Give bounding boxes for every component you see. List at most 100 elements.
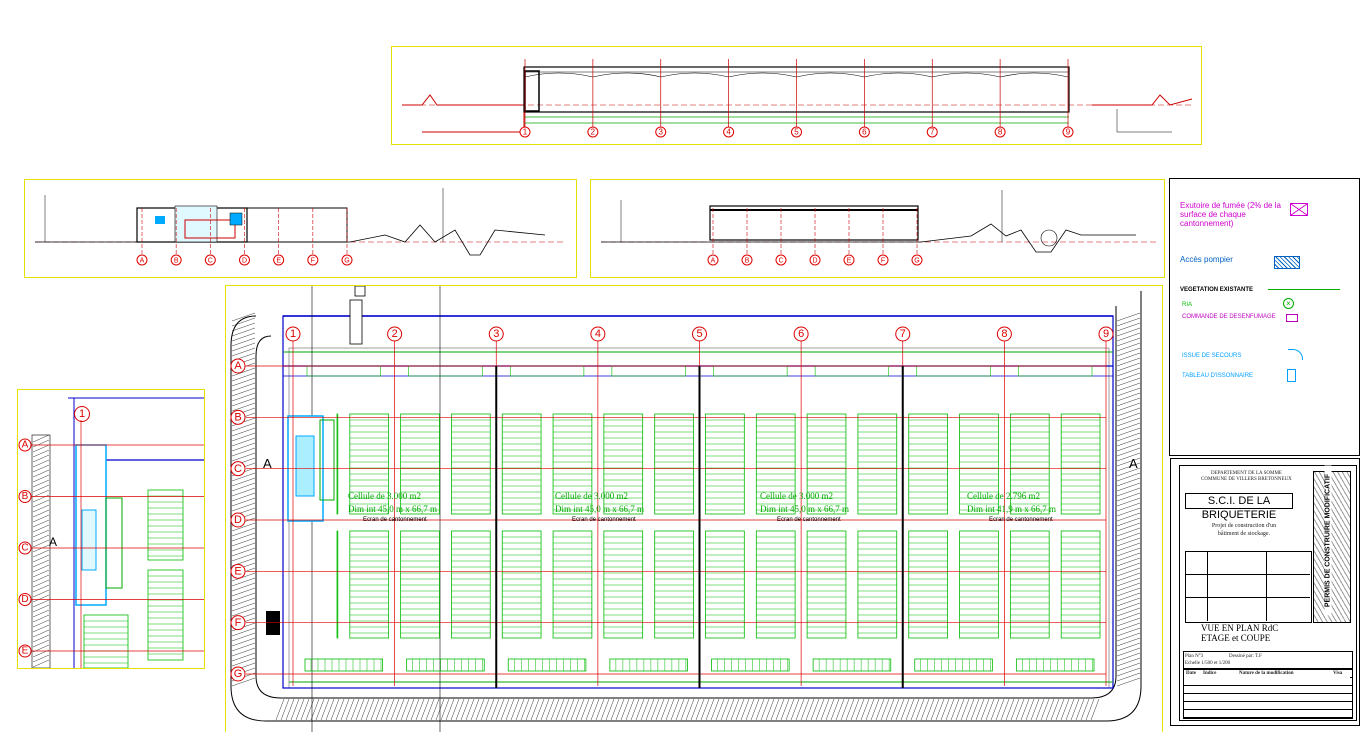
svg-text:B: B <box>174 257 179 264</box>
plan-axis-row-F: F <box>230 615 246 631</box>
ria-symbol-icon: × <box>1283 298 1294 309</box>
svg-text:A: A <box>711 257 716 264</box>
plan-axis-row-E: E <box>230 563 246 579</box>
right-section-axis-E: E <box>843 254 855 266</box>
long-section-axis-1: 1 <box>519 126 531 138</box>
panel-symbol-icon <box>1287 369 1296 382</box>
cell-2-dims: Dim int 45,0 m x 66,7 m <box>555 504 645 514</box>
detail-axis-row-B: B <box>18 490 32 503</box>
title-block-scale: Echelle 1/500 et 1/200 <box>1185 661 1231 666</box>
svg-text:5: 5 <box>794 127 799 136</box>
firefighter-access-hatch-icon <box>1274 256 1300 269</box>
svg-text:F: F <box>235 617 242 629</box>
left-section-axis-G: G <box>341 254 353 266</box>
detail-axis-row-A: A <box>18 438 32 452</box>
left-section-axis-D: D <box>239 254 250 266</box>
svg-text:1: 1 <box>290 328 296 340</box>
title-block-project: Projet de construction d'un bâtiment de … <box>1211 523 1277 537</box>
legend-desenfumage-label: COMMANDE DE DESENFUMAGE <box>1182 314 1276 320</box>
desenfumage-symbol-icon <box>1286 314 1298 322</box>
svg-text:B: B <box>234 411 241 423</box>
svg-text:6: 6 <box>798 328 804 340</box>
title-block-col-visa: Visa <box>1333 671 1343 676</box>
svg-text:F: F <box>881 257 885 264</box>
long-section-axis-9: 9 <box>1062 126 1074 138</box>
long-section-axis-2: 2 <box>587 126 599 138</box>
detail-plan-frame: A B C D E 1 A <box>17 389 205 669</box>
plan-axis-col-5: 5 <box>692 326 707 342</box>
title-block-col-nature: Nature de la modification <box>1239 671 1294 676</box>
svg-text:D: D <box>21 594 28 605</box>
plan-axis-col-6: 6 <box>793 326 809 342</box>
vegetation-line-icon <box>1268 289 1340 290</box>
plan-section-mark-right: A <box>1129 456 1138 471</box>
svg-text:2: 2 <box>591 127 596 136</box>
legend-panel-label: TABLEAU D'ISSONNAIRE <box>1182 373 1254 379</box>
cell-4-dims: Dim int 41,9 m x 66,7 m <box>967 504 1057 514</box>
svg-text:E: E <box>276 257 281 264</box>
detail-axis-row-E: E <box>18 644 32 658</box>
long-section-axis-8: 8 <box>994 126 1006 138</box>
cell-1-dims: Dim int 45,0 m x 66,7 m <box>348 504 438 514</box>
plan-axis-row-G: G <box>230 666 246 682</box>
svg-text:D: D <box>234 514 242 526</box>
left-section-axis-F: F <box>307 254 319 266</box>
cross-section-left-frame: A B C D E F G <box>24 179 577 278</box>
cell-4-screen: Ecran de cantonnement <box>989 517 1053 523</box>
svg-text:C: C <box>21 543 28 554</box>
left-section-axis-A: A <box>136 254 148 266</box>
svg-text:9: 9 <box>1103 328 1109 340</box>
svg-text:4: 4 <box>595 328 601 340</box>
plan-axis-row-B: B <box>230 409 246 425</box>
svg-text:2: 2 <box>392 328 398 340</box>
svg-text:1: 1 <box>523 127 528 136</box>
right-section-axis-C: C <box>775 254 787 266</box>
svg-text:D: D <box>812 257 817 264</box>
plan-axis-col-3: 3 <box>488 326 504 342</box>
svg-text:A: A <box>22 440 29 451</box>
svg-text:B: B <box>745 257 750 264</box>
plan-axis-row-D: D <box>230 512 246 528</box>
svg-text:G: G <box>344 257 349 264</box>
detail-axis-1-label: 1 <box>74 406 90 422</box>
plan-section-mark-left: A <box>263 456 272 471</box>
cell-3-dims: Dim int 45,0 m x 66,7 m <box>760 504 850 514</box>
legend-emergency-exit-label: ISSUE DE SECOURS <box>1182 353 1242 359</box>
svg-text:D: D <box>242 257 247 264</box>
cell-2-screen: Ecran de cantonnement <box>572 517 636 523</box>
title-block: DEPARTEMENT DE LA SOMME COMMUNE DE VILLE… <box>1170 458 1360 726</box>
svg-text:C: C <box>208 257 213 264</box>
svg-text:G: G <box>234 668 243 680</box>
svg-text:4: 4 <box>726 127 731 136</box>
title-block-commune: COMMUNE DE VILLERS BRETONNEUX <box>1201 477 1292 482</box>
plan-axis-row-C: C <box>230 461 246 477</box>
legend-ria-label: RIA <box>1182 302 1193 308</box>
title-block-client: S.C.I. DE LA BRIQUETERIE <box>1185 493 1293 521</box>
right-section-axis-G: G <box>911 254 923 266</box>
title-block-view-title-1: VUE EN PLAN RdC <box>1201 623 1279 633</box>
title-block-view-title-2: ETAGE et COUPE <box>1201 633 1271 643</box>
long-section-axis-7: 7 <box>926 126 938 138</box>
plan-axis-col-9: 9 <box>1098 326 1114 342</box>
svg-text:7: 7 <box>900 328 906 340</box>
svg-text:C: C <box>778 257 783 264</box>
plan-axis-col-2: 2 <box>387 326 403 342</box>
long-section-axis-3: 3 <box>655 126 667 138</box>
cell-1-title: Cellule de 3.000 m2 <box>348 491 421 501</box>
plan-axis-col-1: 1 <box>285 326 301 342</box>
emergency-exit-symbol-icon <box>1288 349 1303 360</box>
cell-2-title: Cellule de 3.000 m2 <box>555 491 628 501</box>
cross-section-right-drawing: A B C D E F G <box>601 190 1156 266</box>
legend-firefighter-access-label: Accès pompier <box>1180 255 1233 264</box>
cell-3-screen: Ecran de cantonnement <box>777 517 841 523</box>
title-block-col-date: Date <box>1186 671 1196 676</box>
cross-section-right-frame: A B C D E F G <box>590 179 1165 278</box>
svg-text:5: 5 <box>696 328 702 340</box>
right-section-axis-F: F <box>877 254 889 266</box>
legend-panel: Exutoire de fumée (2% de la surface de c… <box>1169 178 1360 456</box>
plan-axis-row-A: A <box>230 358 246 374</box>
cell-4-title: Cellule de 2.796 m2 <box>967 491 1040 501</box>
title-block-drawn-by: Dessiné par: T.F <box>1229 654 1262 659</box>
detail-plan-drawing: A B C D E <box>18 390 204 669</box>
